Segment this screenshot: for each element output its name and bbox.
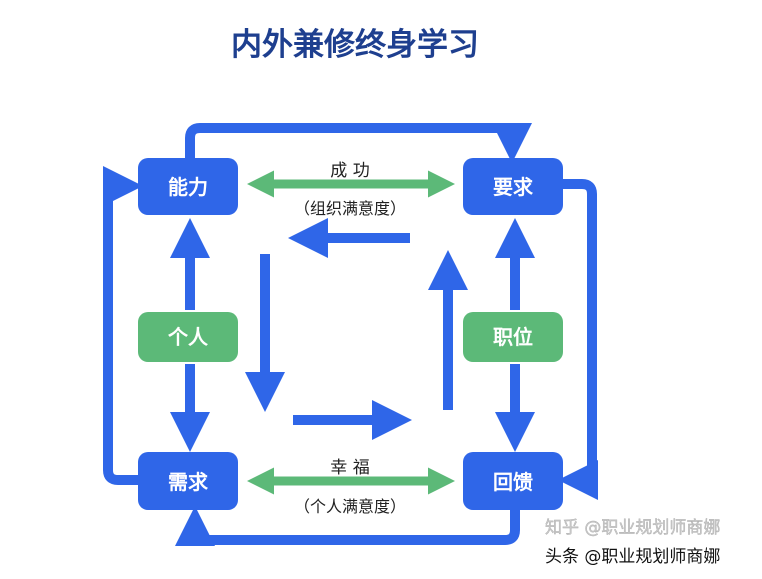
outer-arrow-right [558,179,598,500]
node-ability-label: 能力 [168,175,208,199]
watermark-zhihu: 知乎 @职业规划师商娜 [545,518,720,538]
watermark-toutiao: 头条 @职业规划师商娜 [545,547,720,567]
node-feedback-label: 回馈 [493,470,533,494]
node-need: 需求 [138,452,238,510]
node-position-label: 职位 [493,325,533,349]
node-individual: 个人 [138,312,238,362]
node-position: 职位 [463,312,563,362]
node-need-label: 需求 [168,470,209,494]
node-ability: 能力 [138,158,238,215]
node-individual-label: 个人 [167,325,209,349]
happiness-sublabel: （个人满意度） [294,497,406,516]
outer-arrow-left [103,166,143,485]
outer-arrow-bottom [175,506,520,546]
outer-arrow-top [185,123,532,163]
success-sublabel: （组织满意度） [294,199,406,218]
node-requirement-label: 要求 [493,175,534,199]
success-label: 成 功 [330,161,369,181]
node-requirement: 要求 [463,158,563,215]
node-feedback: 回馈 [463,452,563,510]
page-title: 内外兼修终身学习 [231,27,479,63]
happiness-label: 幸 福 [330,458,369,478]
